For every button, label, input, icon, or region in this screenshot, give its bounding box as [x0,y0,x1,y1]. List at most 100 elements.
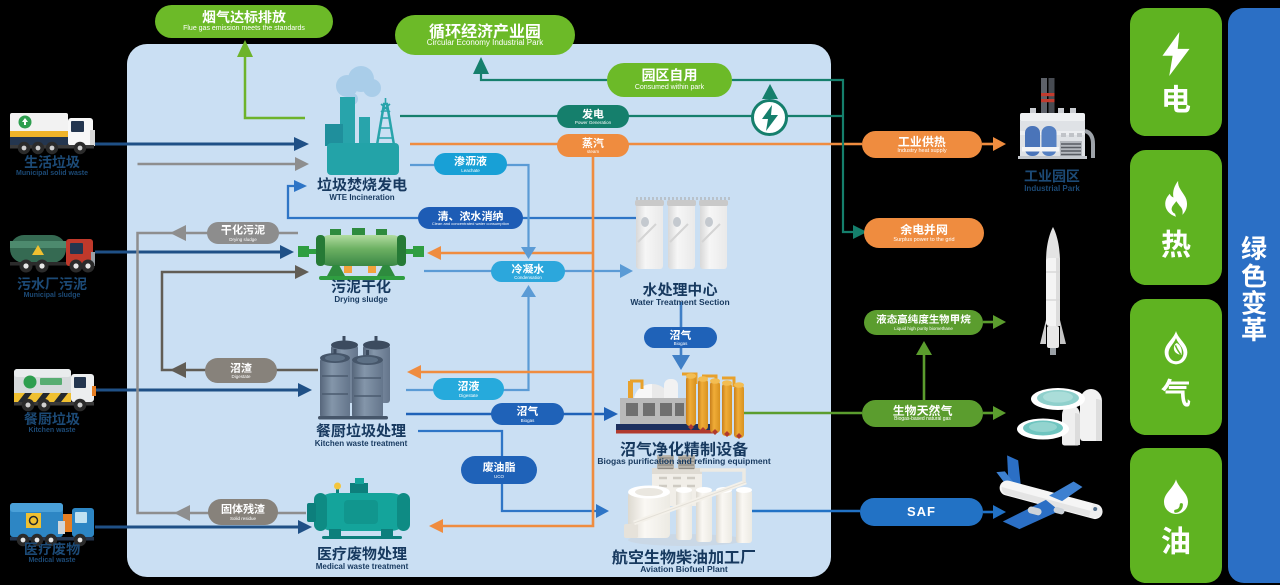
pill-uco-en: UCO [494,473,504,479]
label-source-medical-cn: 医疗废物 [24,539,80,559]
tile-gas-label: 气 [1161,369,1191,413]
pill-steam-cn: 蒸汽 [582,134,604,151]
label-water-en: Water Treatment Section [630,297,730,308]
pill-industry-heat-cn: 工业供热 [897,132,946,150]
pill-digestate-residue[interactable]: 沼渣 Digestate [205,358,277,383]
pill-dried-sludge-cn: 干化污泥 [221,222,265,239]
water-treatment-tanks-icon [635,197,730,269]
flame-icon [1165,180,1188,217]
label-source-msw: 生活垃圾 Municipal solid waste [0,154,104,178]
label-source-kitchen-cn: 餐厨垃圾 [24,409,80,429]
label-medical-cn: 医疗废物处理 [316,543,407,564]
pill-digestate-liquid-cn: 沼液 [457,378,480,395]
pill-flue-gas-cn: 烟气达标排放 [202,6,286,27]
kitchen-waste-tanks-icon [318,336,390,420]
tile-heat-label: 热 [1161,219,1191,264]
label-source-medical: 医疗废物 Medical waste [0,541,104,565]
sludge-tanker-truck-icon [10,235,95,273]
pill-digestate-liquid[interactable]: 沼液 Digestate [433,378,504,400]
pill-self-use-en: Consumed within park [634,83,705,91]
label-medical-en: Medical waste treatment [315,562,409,572]
tile-oil[interactable]: 油 [1130,448,1222,583]
oil-drop-icon [1164,478,1188,514]
label-industrial-cn: 工业园区 [1024,166,1080,186]
label-source-kitchen-en: Kitchen waste [28,427,76,435]
label-source-medical-en: Medical waste [28,557,76,565]
pill-biomethane-cn: 液态高纯度生物甲烷 [876,312,971,328]
pill-steam[interactable]: 蒸汽 steam [557,134,629,157]
label-wte: 垃圾焚烧发电 WTE Incineration [292,176,432,203]
label-kitchen-cn: 餐厨垃圾处理 [315,420,406,441]
pill-park-en: Circular Economy Industrial Park [426,38,544,48]
label-biofuel: 航空生物柴油加工厂 Aviation Biofuel Plant [584,547,784,575]
label-dryer-cn: 污泥干化 [330,276,391,297]
label-water-cn: 水处理中心 [642,279,718,300]
tile-oil-label: 油 [1161,516,1191,561]
label-biofuel-cn: 航空生物柴油加工厂 [611,544,756,568]
pill-park-cn: 循环经济产业园 [428,17,541,42]
pill-industrial-park-title[interactable]: 循环经济产业园 Circular Economy Industrial Park [395,15,575,55]
rocket-icon [1040,227,1066,355]
pill-surplus-power[interactable]: 余电并网 Surplus power to the grid [864,218,984,248]
pill-biogas-kitchen-en: Biogas [520,417,535,423]
label-biofuel-en: Aviation Biofuel Plant [640,564,728,575]
lightning-icon [761,104,778,131]
sludge-dryer-icon [298,228,424,280]
pill-self-use-cn: 园区自用 [641,65,698,86]
pill-surplus-power-cn: 余电并网 [899,221,948,239]
label-dryer: 污泥干化 Drying sludge [291,276,431,305]
tile-electricity[interactable]: 电 [1130,8,1222,136]
pill-leachate-cn: 渗沥液 [454,153,487,170]
pill-uco[interactable]: 废油脂 UCO [461,456,537,484]
airplane-icon [996,455,1103,530]
pill-clean-water[interactable]: 清、浓水消纳 Clean and concentrated water cons… [418,207,523,229]
label-source-msw-en: Municipal solid waste [16,170,88,178]
label-dryer-en: Drying sludge [334,295,388,305]
label-source-msw-cn: 生活垃圾 [24,152,80,172]
pill-self-use[interactable]: 园区自用 Consumed within park [607,63,732,97]
tile-electricity-label: 电 [1161,75,1191,119]
pill-condensate-cn: 冷凝水 [511,260,545,277]
medical-waste-machine-icon [307,478,410,539]
pill-digestate-liquid-en: Digestate [458,392,478,398]
label-source-sludge-en: Municipal sludge [23,292,81,300]
label-industrial-park: 工业园区 Industrial Park [992,168,1112,193]
wte-plant-icon [325,66,399,175]
pill-industry-heat[interactable]: 工业供热 Industry heat supply [862,131,982,158]
label-wte-en: WTE Incineration [329,193,395,203]
label-biogas: 沼气净化精制设备 Biogas purification and refinin… [584,439,784,467]
pill-biogas-water[interactable]: 沼气 Biogas [644,327,717,348]
pill-condensate-en: Condensation [514,275,542,281]
pill-bio-natural-gas-en: Biogas-based natural gas [894,416,951,423]
pill-industry-heat-en: Industry heat supply [897,148,947,155]
pill-saf-label: SAF [907,503,936,519]
pill-biogas-water-en: Biogas [673,341,688,347]
tile-gas[interactable]: 气 [1130,299,1222,435]
garbage-truck-icon [10,113,95,155]
banner-vertical-text: 绿色变革 [1235,234,1273,343]
label-kitchen-en: Kitchen waste treatment [314,439,408,449]
pill-dried-sludge[interactable]: 干化污泥 Drying sludge [207,222,279,244]
label-source-kitchen: 餐厨垃圾 Kitchen waste [0,411,104,435]
label-source-sludge-cn: 污水厂污泥 [17,274,87,294]
pill-biomethane-en: Liquid high purity biomethane [894,325,953,331]
pill-bio-natural-gas-cn: 生物天然气 [892,401,953,419]
pill-condensate[interactable]: 冷凝水 Condensation [491,261,565,282]
biogas-equipment-icon [616,372,744,439]
pill-bio-natural-gas[interactable]: 生物天然气 Biogas-based natural gas [862,400,983,427]
pill-leachate[interactable]: 渗沥液 Leachate [434,153,507,175]
pill-digestate-residue-cn: 沼渣 [230,359,252,376]
pill-dried-sludge-en: Drying sludge [229,236,257,242]
pill-digestate-residue-en: Digestate [231,374,251,380]
pill-power[interactable]: 发电 Power Generation [557,105,629,128]
pill-flue-gas[interactable]: 烟气达标排放 Flue gas emission meets the stand… [155,5,333,38]
tile-heat[interactable]: 热 [1130,150,1222,285]
pill-solid-residue[interactable]: 固体残渣 Solid residue [208,499,278,525]
electricity-node [751,99,788,136]
flow-arrowheads [170,40,1006,534]
pill-biomethane[interactable]: 液态高纯度生物甲烷 Liquid high purity biomethane [864,310,983,335]
pill-solid-residue-en: Solid residue [229,515,256,521]
pill-saf[interactable]: SAF [860,498,983,526]
green-transformation-banner: 绿色变革 [1228,8,1280,583]
pill-biogas-kitchen[interactable]: 沼气 Biogas [491,403,564,425]
